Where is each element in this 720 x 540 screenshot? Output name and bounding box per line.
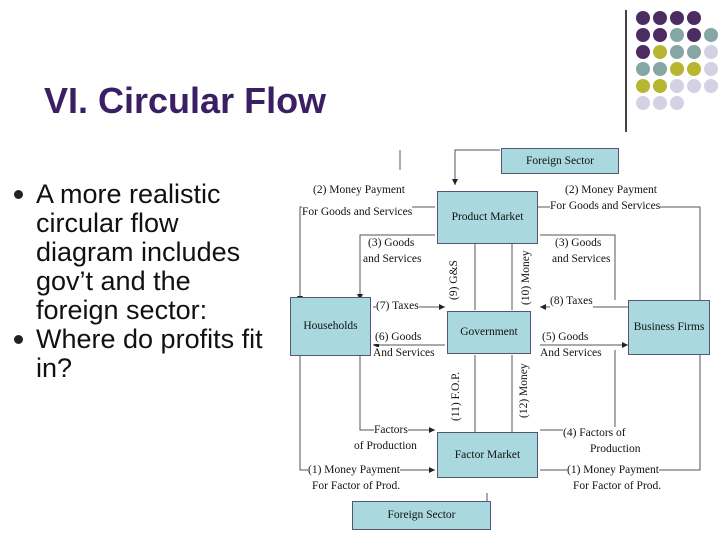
decorative-vertical-line [625,10,627,132]
flow-label: (7) Taxes [376,300,419,313]
decorative-dot [704,62,718,76]
decorative-dot [670,11,684,25]
bullet-line: diagram includes [36,237,241,267]
decorative-dot [653,62,667,76]
business-firms-box: Business Firms [628,300,710,355]
bullet-line: circular flow [36,208,179,238]
decorative-dot [687,45,701,59]
decorative-dot [687,28,701,42]
government-box: Government [447,311,531,354]
flow-label-vertical: (12) Money [518,363,530,418]
bullet-line: foreign sector: [36,295,208,325]
bullet-line: Where do profits fit [36,324,263,354]
decorative-dot [636,96,650,110]
flow-label: (2) Money Payment [313,184,405,197]
flow-label: Production [590,443,641,456]
decorative-dot [704,28,718,42]
decorative-dot [653,45,667,59]
decorative-dot [670,45,684,59]
flow-arrows [297,149,701,510]
bullet-item: Where do profits fit in? [14,325,284,383]
flow-label: (5) Goods [542,331,589,344]
flow-label: (6) Goods [375,331,422,344]
flow-label: (2) Money Payment [565,184,657,197]
flow-label: For Factor of Prod. [312,480,401,493]
flow-label: (1) Money Payment [308,464,400,477]
bullet-line: in? [36,353,73,383]
flow-label: and Services [552,253,611,266]
decorative-dot [653,11,667,25]
bullet-item: A more realistic circular flow diagram i… [14,180,284,325]
flow-label: Factors [374,424,408,437]
decorative-dot [653,96,667,110]
decorative-dot [636,28,650,42]
flow-label: (8) Taxes [550,295,593,308]
flow-label: and Services [363,253,422,266]
flow-label: And Services [540,347,602,360]
decorative-dot [670,28,684,42]
decorative-dot [636,79,650,93]
decorative-dot [670,96,684,110]
decorative-dot [636,45,650,59]
decorative-dot [636,62,650,76]
bullet-list: A more realistic circular flow diagram i… [14,180,284,383]
decorative-dot-grid [636,11,718,110]
flow-label: For Goods and Services [550,200,661,213]
decorative-dot [653,79,667,93]
decorative-dot [687,11,701,25]
flow-label: For Factor of Prod. [573,480,662,493]
slide-title: VI. Circular Flow [44,80,327,121]
bullet-line: A more realistic [36,180,221,209]
decorative-dot [687,79,701,93]
flow-label: And Services [373,347,435,360]
decorative-dot [636,11,650,25]
decorative-dot [670,79,684,93]
decorative-dot [687,62,701,76]
bullet-dot-icon [14,180,36,325]
flow-label: (3) Goods [555,237,602,250]
flow-label: (3) Goods [368,237,415,250]
factor-market-box: Factor Market [437,432,538,478]
bullet-line: gov’t and the [36,266,191,296]
flow-label: of Production [354,440,417,453]
flow-label-vertical: (11) F.O.P. [450,371,462,421]
flow-label-vertical: (9) G&S [448,260,460,300]
flow-label-vertical: (10) Money [520,250,532,305]
decorative-dot [653,28,667,42]
foreign-sector-bottom-box: Foreign Sector [352,501,491,530]
foreign-sector-top-box: Foreign Sector [501,148,619,174]
flow-label: (1) Money Payment [567,464,659,477]
decorative-dot [670,62,684,76]
product-market-box: Product Market [437,191,538,244]
households-box: Households [290,297,371,356]
bullet-dot-icon [14,325,36,383]
arrow [452,149,500,185]
circular-flow-diagram: Foreign Sector Product Market Households… [280,140,720,540]
decorative-dot [704,45,718,59]
flow-label: For Goods and Services [302,206,413,219]
flow-label: (4) Factors of [563,427,626,440]
decorative-dot [704,79,718,93]
